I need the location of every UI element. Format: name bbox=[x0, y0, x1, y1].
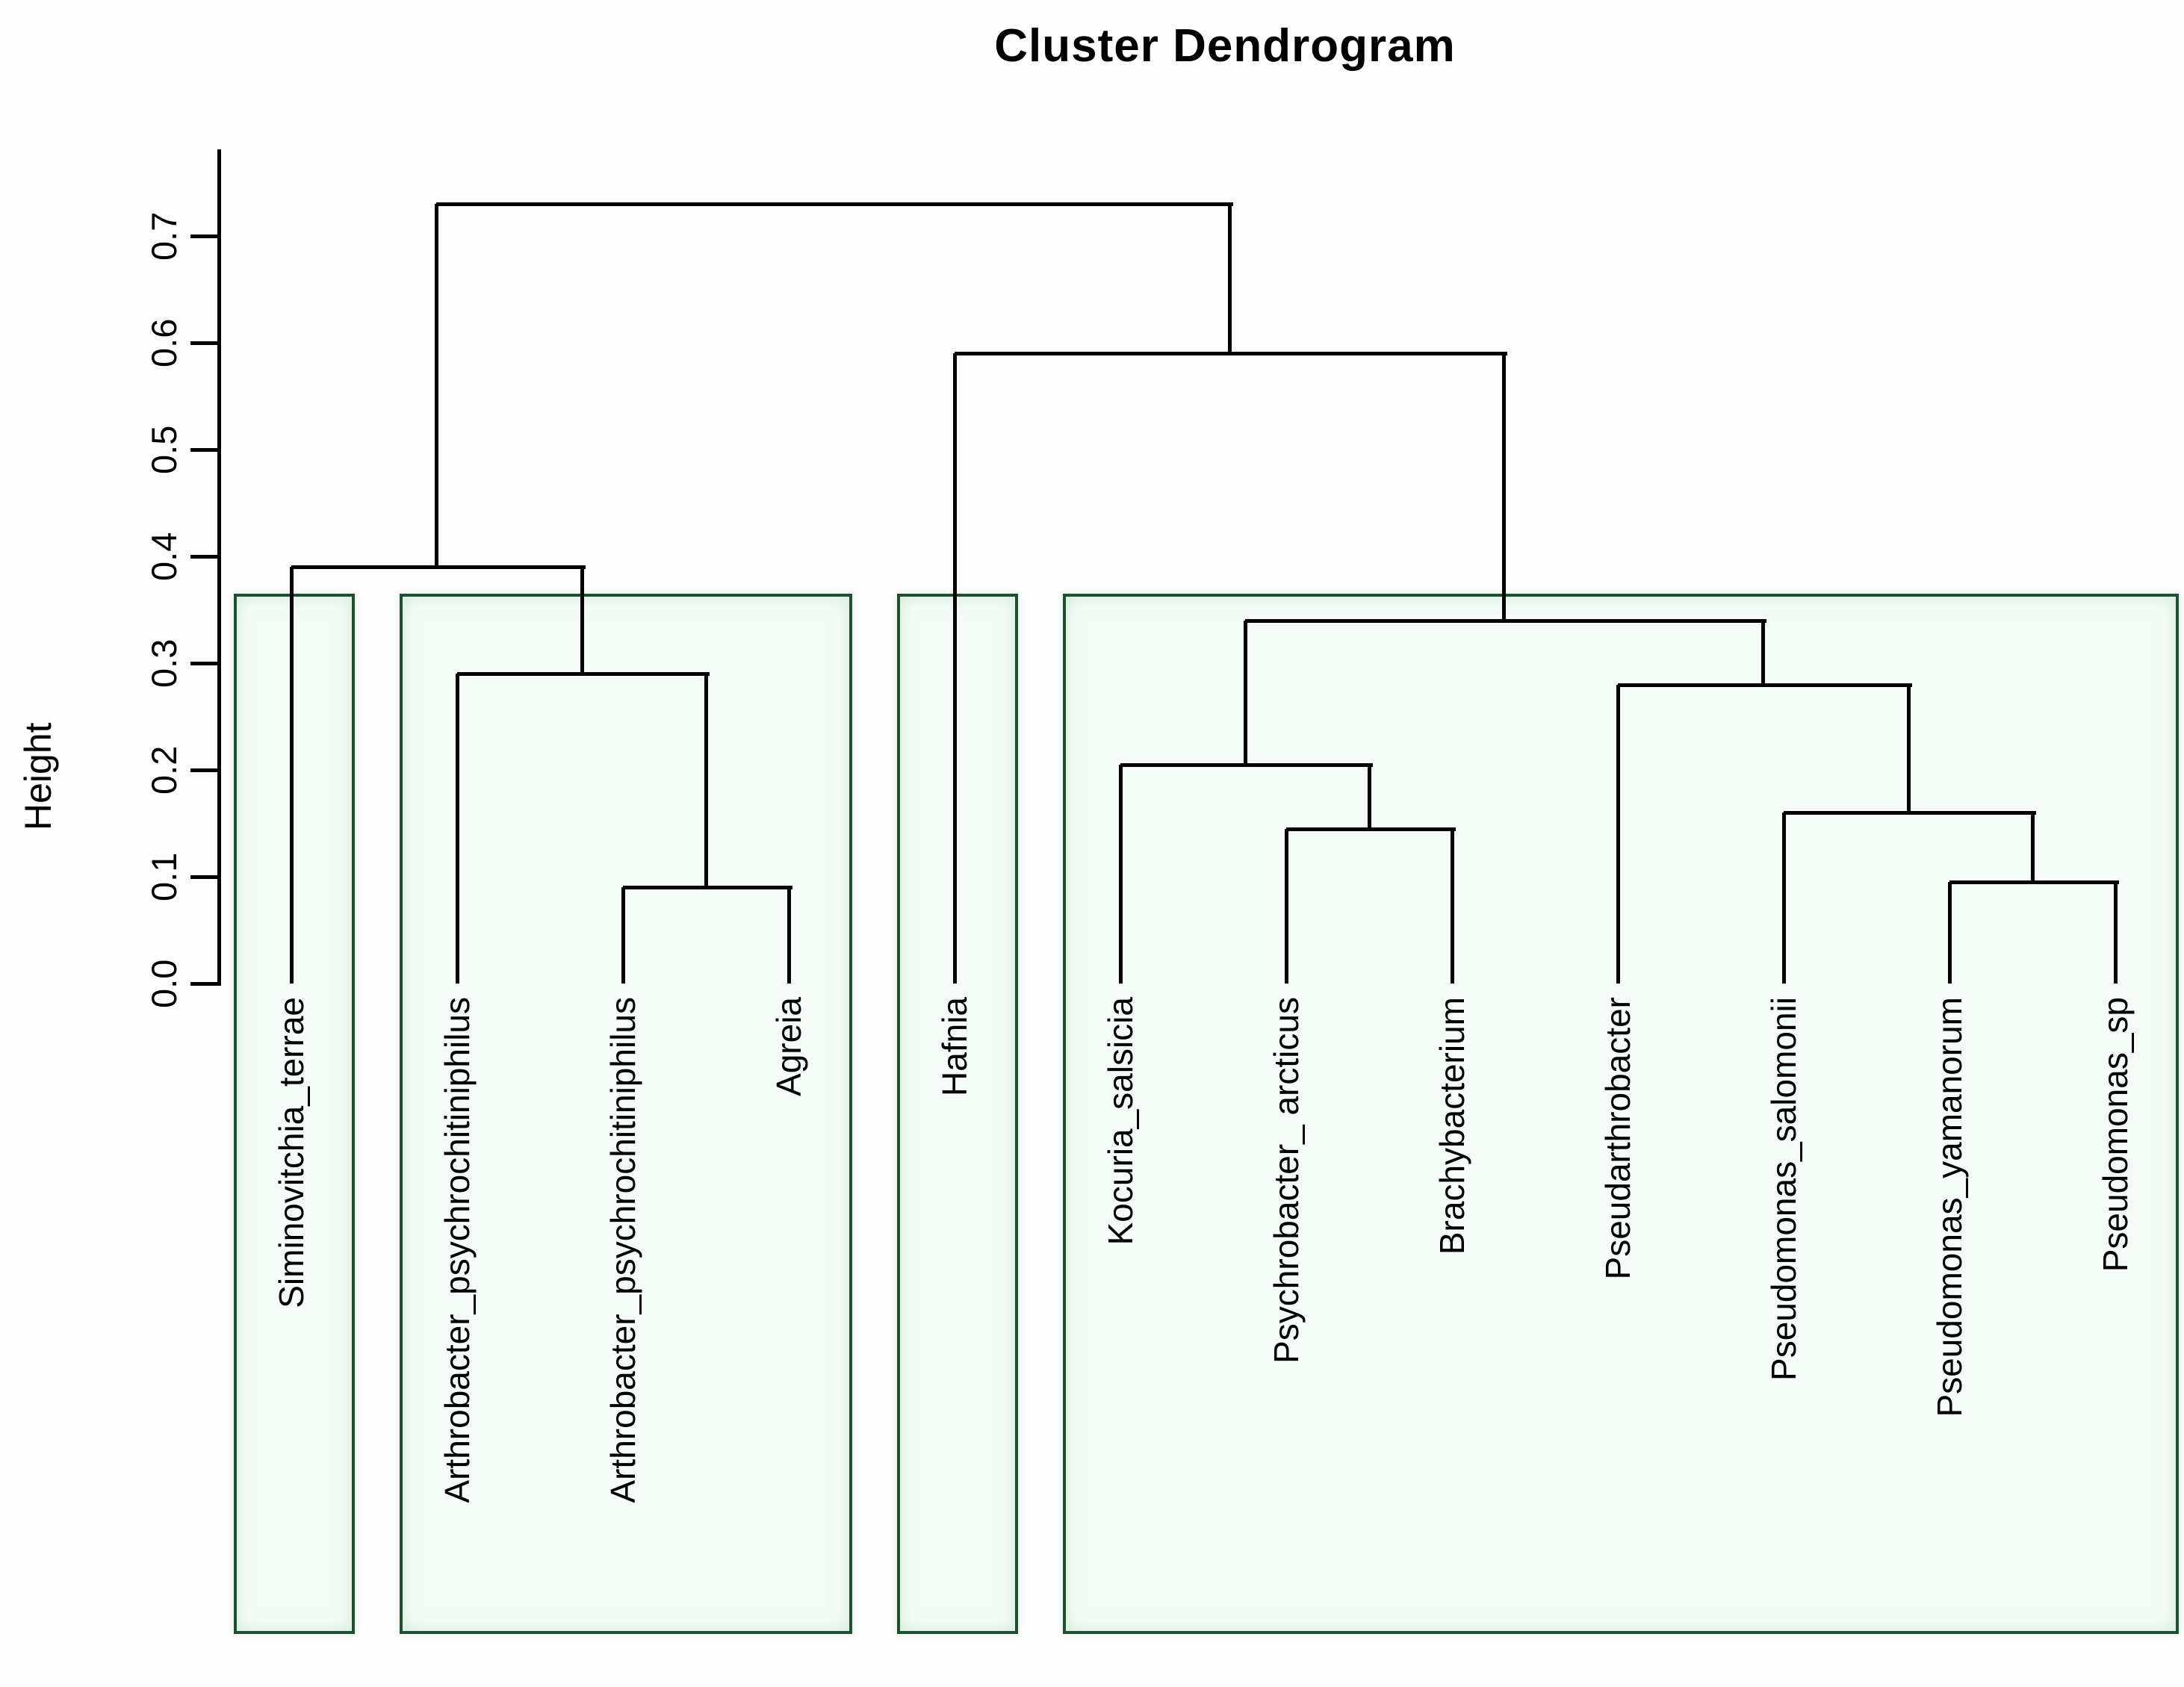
leaf-label: Psychrobacter_ arcticus bbox=[1267, 997, 1306, 1364]
dendrogram-merge-bar bbox=[1286, 827, 1456, 831]
y-axis-tick bbox=[190, 875, 219, 879]
dendrogram-merge-bar bbox=[1949, 880, 2119, 884]
y-axis-tick bbox=[190, 982, 219, 986]
dendrogram-merge-bar bbox=[623, 886, 792, 889]
cluster-box bbox=[400, 594, 852, 1634]
dendrogram-merge-bar bbox=[1618, 683, 1912, 687]
dendrogram-merge-bar bbox=[1784, 811, 2036, 815]
dendrogram-vertical-segment bbox=[787, 887, 791, 984]
dendrogram-vertical-segment bbox=[1119, 765, 1123, 984]
dendrogram-vertical-segment bbox=[2114, 882, 2118, 984]
cluster-box bbox=[1063, 594, 2179, 1634]
y-axis-tick bbox=[190, 768, 219, 772]
dendrogram-vertical-segment bbox=[580, 567, 584, 674]
y-axis-tick-label: 0.7 bbox=[144, 211, 184, 261]
leaf-label: Kocuria_salsicia bbox=[1101, 997, 1140, 1246]
dendrogram-vertical-segment bbox=[704, 674, 708, 887]
leaf-label: Arthrobacter_psychrochitiniphilus bbox=[604, 997, 642, 1503]
dendrogram-vertical-segment bbox=[1227, 204, 1232, 353]
dendrogram-vertical-segment bbox=[456, 674, 459, 984]
dendrogram-merge-bar bbox=[291, 565, 586, 569]
leaf-label: Pseudarthrobacter bbox=[1598, 997, 1637, 1280]
dendrogram-merge-bar bbox=[955, 352, 1508, 355]
leaf-label: Arthrobacter_psychrochitiniphilus bbox=[438, 997, 477, 1503]
y-axis-tick-label: 0.4 bbox=[144, 532, 184, 581]
y-axis-tick-label: 0.6 bbox=[144, 318, 184, 367]
cluster-box bbox=[234, 594, 355, 1634]
dendrogram-vertical-segment bbox=[621, 887, 625, 984]
dendrogram-vertical-segment bbox=[1285, 829, 1288, 984]
y-axis-line bbox=[217, 149, 221, 986]
y-axis-tick bbox=[190, 234, 219, 238]
dendrogram-merge-bar bbox=[1244, 619, 1767, 623]
dendrogram-vertical-segment bbox=[1761, 621, 1766, 685]
cluster-box bbox=[897, 594, 1018, 1634]
dendrogram-vertical-segment bbox=[1782, 813, 1786, 984]
chart-title: Cluster Dendrogram bbox=[994, 20, 1456, 72]
dendrogram-vertical-segment bbox=[290, 567, 294, 984]
leaf-label: Agreia bbox=[769, 997, 808, 1096]
dendrogram-vertical-segment bbox=[1616, 685, 1620, 984]
leaf-label: Pseudomonas_yamanorum bbox=[1930, 997, 1969, 1417]
dendrogram-vertical-segment bbox=[1502, 353, 1507, 621]
y-axis-tick-label: 0.0 bbox=[144, 959, 184, 1008]
leaf-label: Pseudomonas_salomonii bbox=[1764, 997, 1803, 1381]
dendrogram-vertical-segment bbox=[2031, 813, 2035, 882]
dendrogram-vertical-segment bbox=[435, 204, 439, 567]
y-axis-tick bbox=[190, 341, 219, 345]
dendrogram-vertical-segment bbox=[1451, 829, 1454, 984]
leaf-label: Hafnia bbox=[935, 997, 974, 1096]
y-axis-tick-label: 0.2 bbox=[144, 745, 184, 795]
leaf-label: Brachybacterium bbox=[1433, 997, 1471, 1255]
y-axis-label: Height bbox=[17, 722, 59, 831]
dendrogram-vertical-segment bbox=[1243, 621, 1247, 765]
dendrogram-vertical-segment bbox=[1906, 685, 1911, 813]
dendrogram-merge-bar bbox=[436, 202, 1233, 206]
y-axis-tick-label: 0.1 bbox=[144, 852, 184, 901]
y-axis-tick-label: 0.3 bbox=[144, 639, 184, 688]
leaf-label: Pseudomonas_sp bbox=[2096, 997, 2135, 1273]
dendrogram-vertical-segment bbox=[953, 353, 957, 984]
y-axis-tick bbox=[190, 448, 219, 452]
y-axis-tick-label: 0.5 bbox=[144, 425, 184, 474]
y-axis-tick bbox=[190, 555, 219, 559]
y-axis-tick bbox=[190, 662, 219, 665]
dendrogram-vertical-segment bbox=[1368, 765, 1371, 829]
dendrogram-merge-bar bbox=[1120, 763, 1373, 767]
dendrogram-vertical-segment bbox=[1948, 882, 1952, 984]
dendrogram-merge-bar bbox=[457, 672, 710, 676]
leaf-label: Siminovitchia_terrae bbox=[272, 997, 311, 1308]
